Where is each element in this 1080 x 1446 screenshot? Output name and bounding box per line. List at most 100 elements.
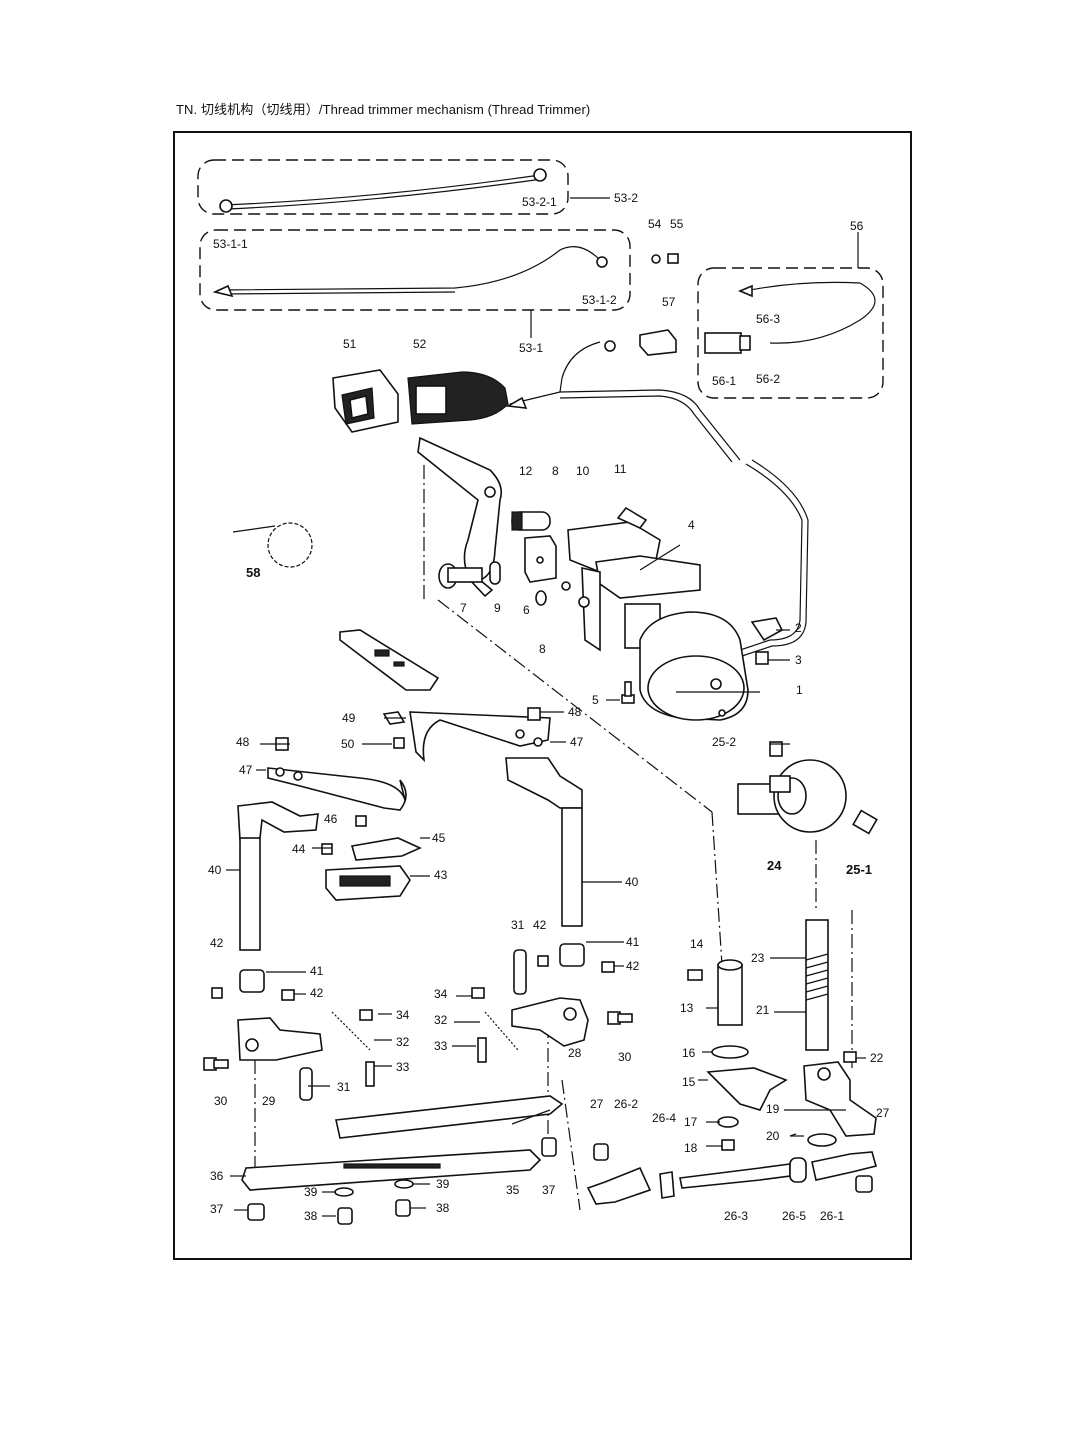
cable-53-2-group [197,159,610,215]
clip-2 [750,617,784,642]
label-22: 22 [870,1051,884,1065]
solenoid-bracket [561,506,701,652]
label-34-left: 34 [396,1008,410,1022]
spring-45 [350,837,422,861]
label-38-left: 38 [304,1209,318,1223]
label-44: 44 [292,842,306,856]
spring-32-right [484,1011,519,1051]
connector-57 [639,329,677,356]
link-36 [241,1149,542,1191]
label-36: 36 [210,1169,224,1183]
label-8-top: 8 [552,464,559,478]
chain-58 [232,522,313,568]
label-42-mid: 42 [310,986,324,1000]
label-30-right: 30 [618,1050,632,1064]
screw-25-2 [769,741,783,757]
shaft-arm-40-left [237,801,319,951]
label-16: 16 [682,1046,696,1060]
label-50: 50 [341,737,355,751]
label-47-right: 47 [570,735,584,749]
label-37-left: 37 [210,1202,224,1216]
rod-26 [586,1151,877,1205]
label-58: 58 [246,565,260,580]
cable-53-1-group [199,229,631,338]
label-26-3: 26-3 [724,1209,748,1223]
label-9: 9 [494,601,501,615]
shaft-arm-40-right [505,757,583,927]
label-46: 46 [324,812,338,826]
screw-38-left [337,1207,353,1225]
label-40-left: 40 [208,863,222,877]
label-12: 12 [519,464,533,478]
screw-7 [438,563,483,589]
screw-33-right [477,1037,487,1063]
screw-30-left [203,1057,229,1071]
label-53-2-1: 53-2-1 [522,195,557,209]
label-3: 3 [795,653,802,667]
screw-44 [321,843,333,855]
stud-31-right [513,949,527,995]
label-7: 7 [460,601,467,615]
screw-37-right [541,1137,557,1157]
screw-38-right [395,1199,411,1217]
washer-17 [717,1116,739,1128]
knife-holder-43 [325,865,411,901]
label-34-mid: 34 [434,987,448,1001]
knife-47-upper [409,711,551,763]
label-6: 6 [523,603,530,617]
label-33-mid: 33 [434,1039,448,1053]
label-21: 21 [756,1003,770,1017]
label-52: 52 [413,337,427,351]
label-26-2: 26-2 [614,1097,638,1111]
crank-28 [511,997,589,1047]
collars-41 [239,943,585,993]
label-53-1: 53-1 [519,341,543,355]
block-6 [524,535,557,583]
label-56-1: 56-1 [712,374,736,388]
label-56-3: 56-3 [756,312,780,326]
screw-54-55 [651,253,679,264]
label-42-left: 42 [210,936,224,950]
label-26-1: 26-1 [820,1209,844,1223]
leader-lines [226,544,866,1217]
label-13: 13 [680,1001,694,1015]
label-26-5: 26-5 [782,1209,806,1223]
label-35: 35 [506,1183,520,1197]
screw-5 [621,681,635,704]
label-5: 5 [592,693,599,707]
label-27-right: 27 [876,1106,890,1120]
label-23: 23 [751,951,765,965]
motor-cable [505,340,809,661]
label-27-left: 27 [590,1097,604,1111]
screw-33-left [365,1061,375,1087]
part-labels: 53-2-1 53-2 54 55 56 53-1-1 53-1-2 53-1 … [208,191,890,1223]
washer-39-right [394,1179,414,1189]
label-4: 4 [688,518,695,532]
ring-16 [711,1045,749,1059]
label-56-2: 56-2 [756,372,780,386]
label-42-right: 42 [626,959,640,973]
label-41-right: 41 [626,935,640,949]
screw-30-right [607,1011,633,1025]
label-25-1: 25-1 [846,862,872,877]
washer-20 [807,1133,837,1147]
screw-3 [755,651,769,665]
cable-56-group [697,232,884,399]
label-10: 10 [576,464,590,478]
diagram-frame [173,131,912,1260]
screws-42 [211,955,615,1001]
label-49: 49 [342,711,356,725]
label-1: 1 [796,683,803,697]
nut-34-left [359,1009,373,1021]
label-43: 43 [434,868,448,882]
motor-1 [639,611,749,721]
sleeve-13 [717,959,743,1026]
screw-27-right [855,1175,873,1193]
nut-34-right [471,987,485,999]
rubber-boot-52 [407,371,509,425]
assembly-line-f [561,1079,581,1211]
assembly-line-c [711,811,723,966]
connector-housing-51 [332,369,399,433]
screw-27-left [593,1143,609,1161]
label-30-left: 30 [214,1094,228,1108]
